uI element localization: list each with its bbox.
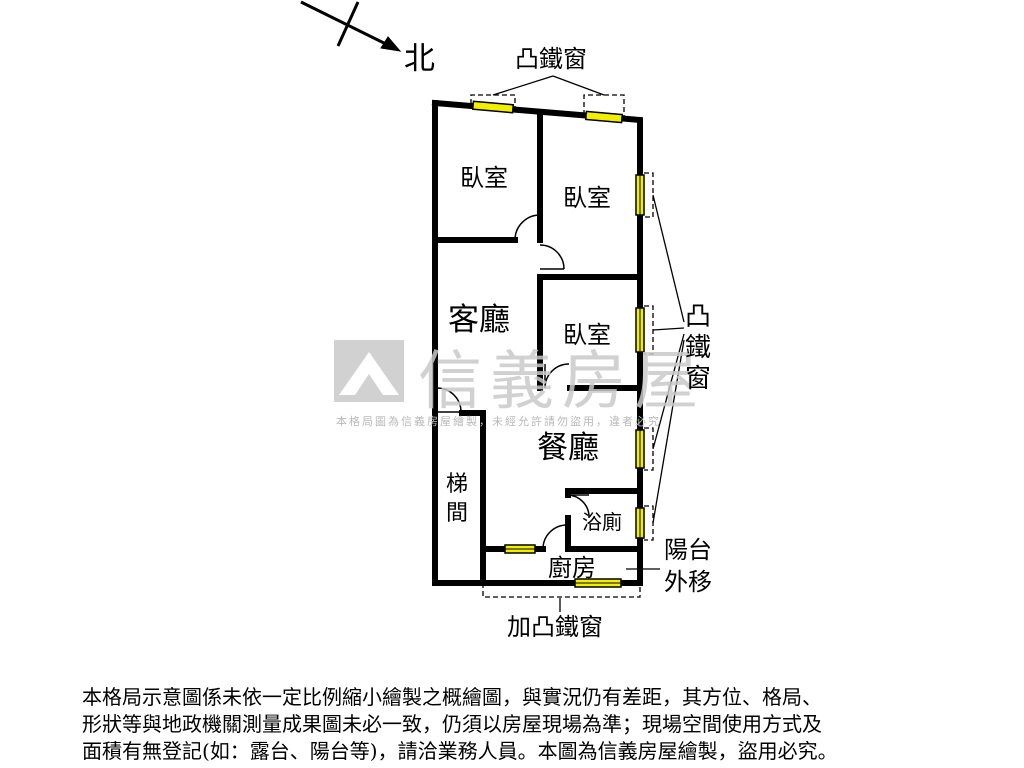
added-bay-window-label: 加凸鐵窗 bbox=[507, 613, 603, 641]
side-bay-window-label: 凸鐵窗 bbox=[684, 302, 711, 394]
room-label-bedroom-a: 臥室 bbox=[460, 164, 508, 192]
disclaimer-line: 面積有無登記(如：露台、陽台等)，請洽業務人員。本圖為信義房屋繪製，盜用必究。 bbox=[82, 739, 838, 763]
doors bbox=[436, 214, 590, 550]
disclaimer-line: 形狀等與地政機關測量成果圖未必一致，仍須以房屋現場為準；現場空間使用方式及 bbox=[82, 712, 822, 736]
room-label-dining-room: 餐廳 bbox=[537, 430, 599, 466]
balcony-label-line1: 陽台 bbox=[664, 536, 712, 564]
top-bay-window-label: 凸鐵窗 bbox=[515, 45, 587, 73]
disclaimer-line: 本格局示意圖係未依一定比例縮小繪製之概繪圖，與實況仍有差距，其方位、格局、 bbox=[82, 685, 822, 709]
balcony-label-line2: 外移 bbox=[664, 568, 712, 596]
room-label-living-room: 客廳 bbox=[448, 302, 510, 338]
north-label: 北 bbox=[404, 41, 435, 77]
room-label-stairwell: 梯間 bbox=[446, 472, 469, 526]
leader-lines bbox=[492, 75, 685, 612]
disclaimer: 本格局示意圖係未依一定比例縮小繪製之概繪圖，與實況仍有差距，其方位、格局、 形狀… bbox=[82, 684, 952, 765]
watermark-logo-icon bbox=[334, 340, 404, 402]
room-label-bedroom-b: 臥室 bbox=[563, 184, 611, 212]
floor-plan bbox=[300, 0, 685, 612]
room-label-bathroom: 浴廁 bbox=[582, 510, 622, 534]
watermark-brand: 信義房屋 bbox=[418, 345, 706, 419]
room-label-bedroom-c: 臥室 bbox=[563, 321, 611, 349]
room-label-kitchen: 廚房 bbox=[548, 554, 596, 582]
north-arrow-icon bbox=[300, 0, 402, 52]
watermark-note: 本格局圖為信義房屋繪製，未經允許請勿盜用，違者必究 bbox=[336, 415, 661, 428]
window-panes bbox=[505, 175, 641, 584]
